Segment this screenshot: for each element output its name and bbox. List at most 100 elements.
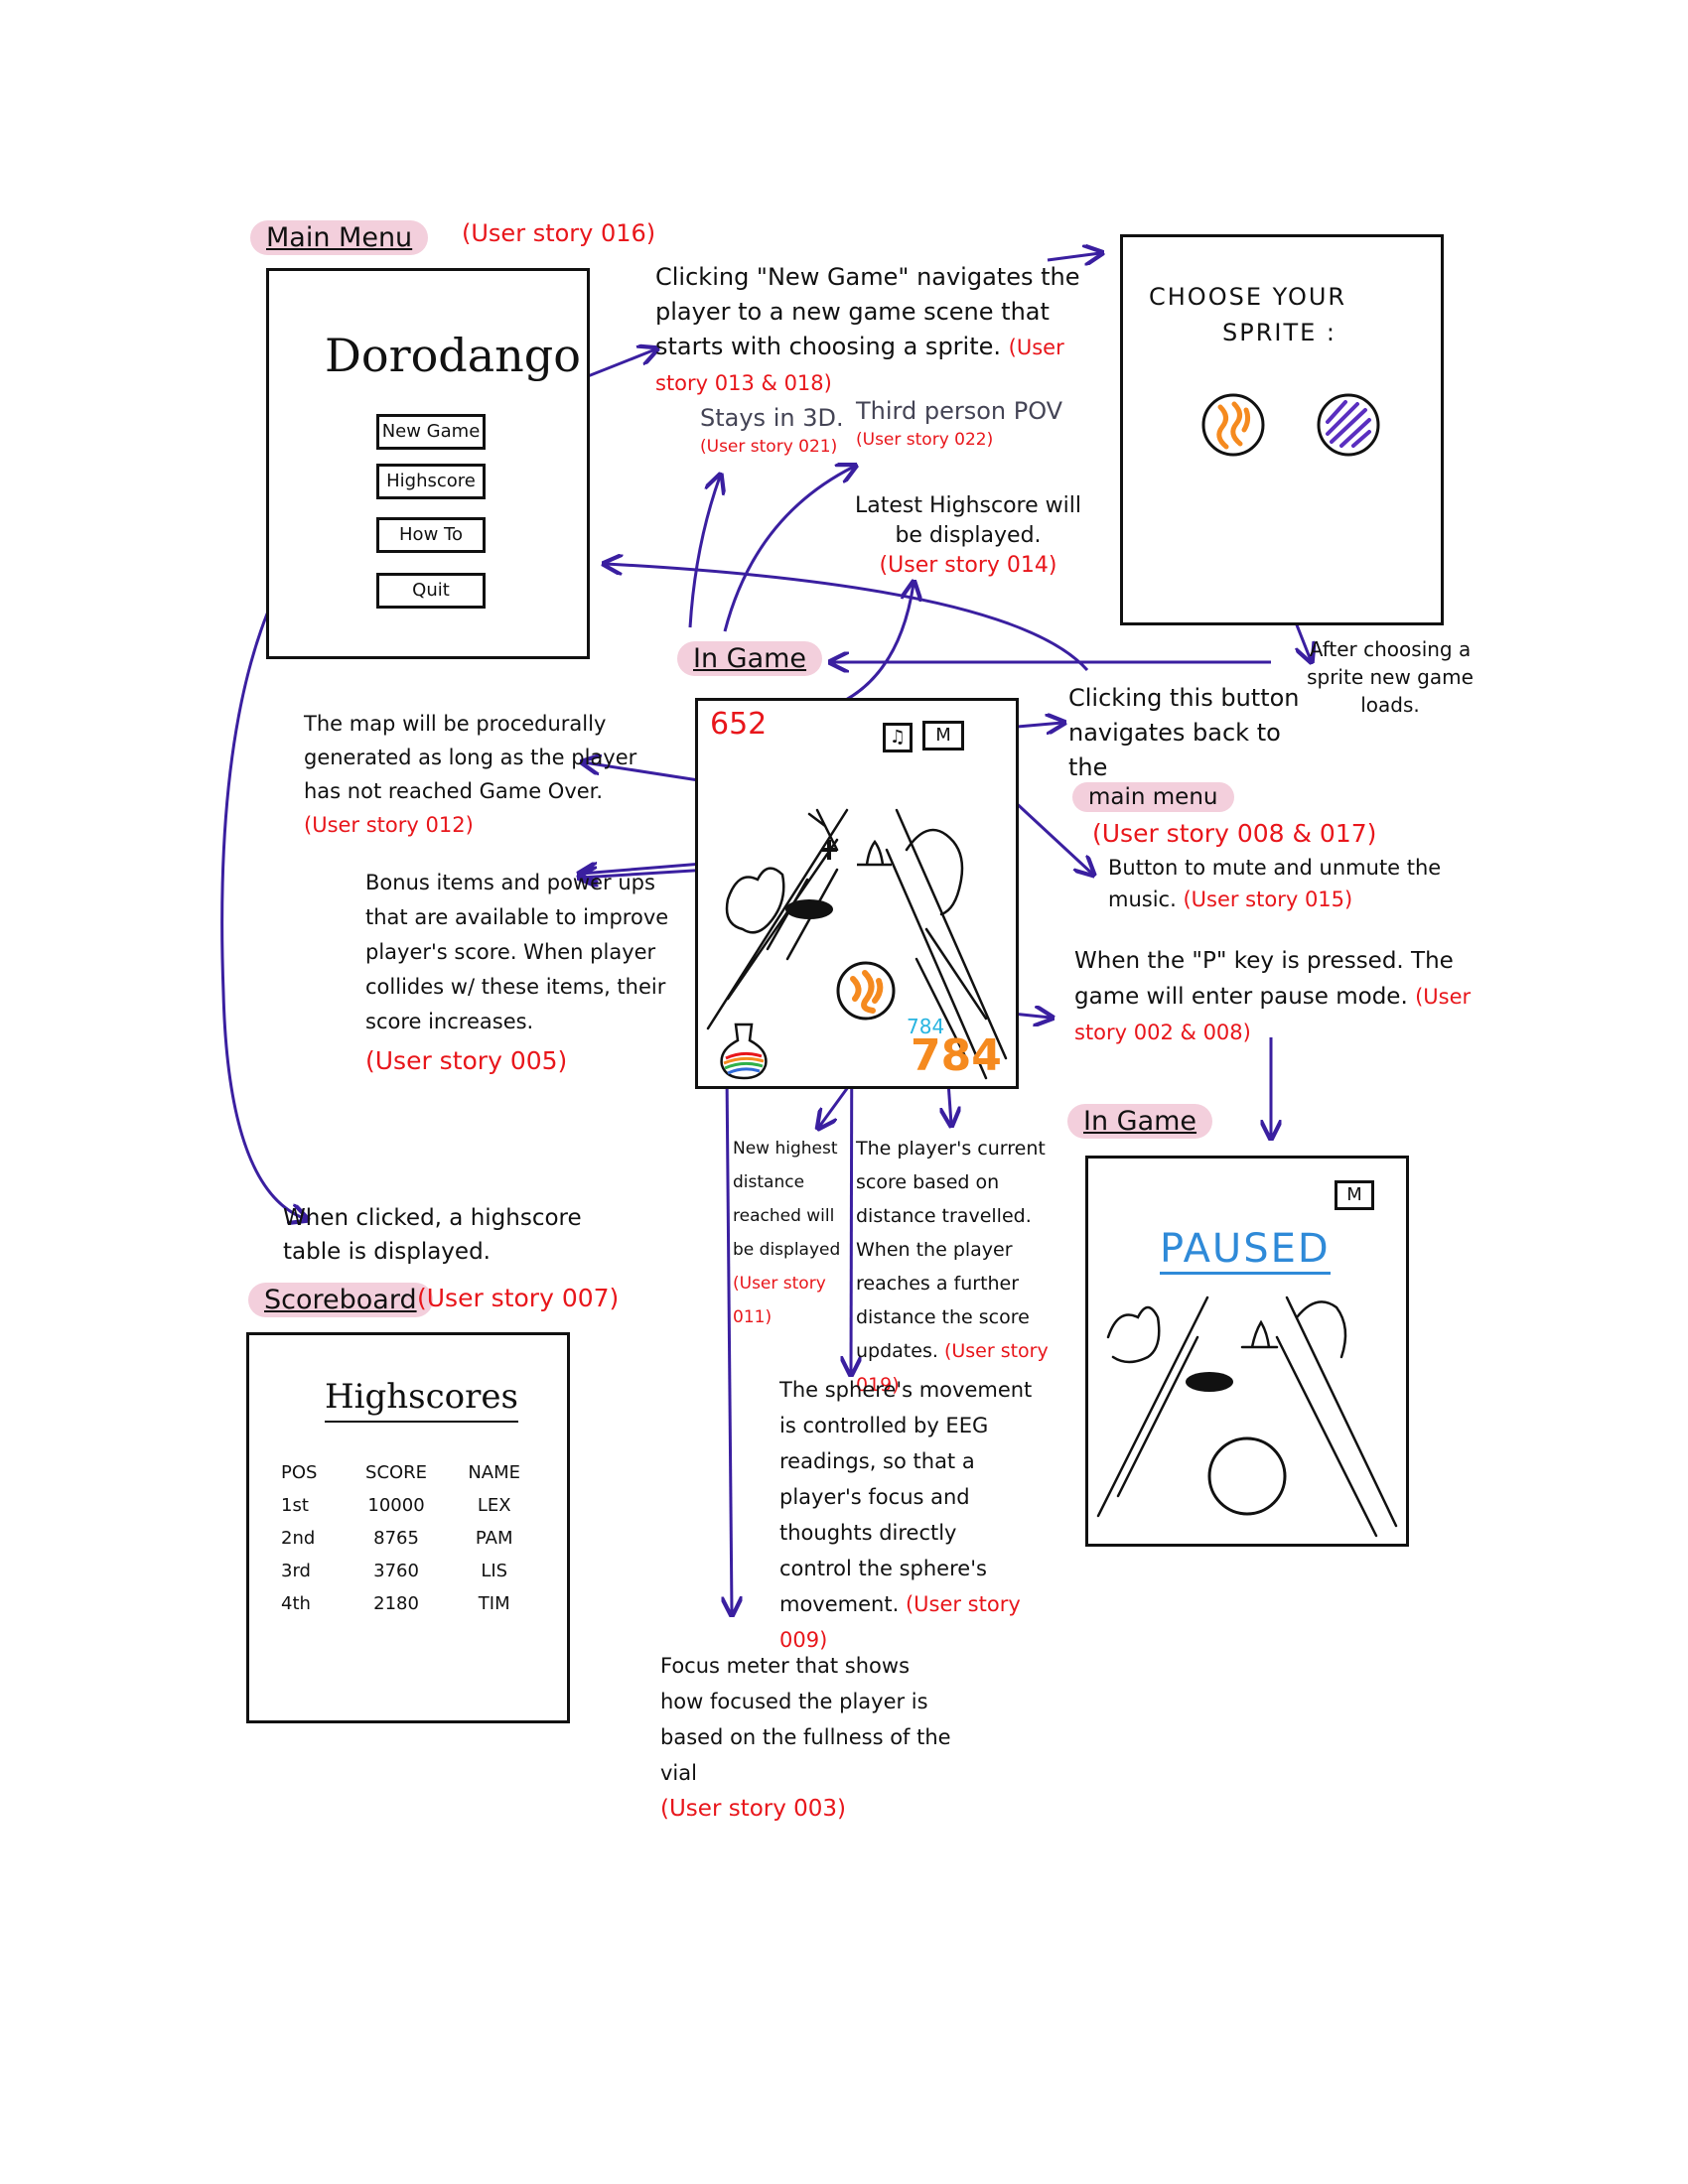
arrow-focus-note — [727, 1071, 732, 1613]
back-note-story: (User story 008 & 017) — [1092, 819, 1377, 848]
third-person-note: Third person POV (User story 022) — [856, 394, 1084, 451]
how-to-button[interactable]: How To — [376, 517, 486, 553]
main-menu-section-label: Main Menu — [250, 220, 429, 255]
header-score: SCORE — [365, 1462, 428, 1483]
row-pos: 2nd — [281, 1528, 316, 1549]
mute-note: Button to mute and unmute the music. (Us… — [1108, 852, 1466, 915]
paused-sphere — [1207, 1436, 1287, 1516]
score-note-story: (User story 019) — [856, 1340, 1049, 1396]
scoreboard-story: (User story 007) — [417, 1284, 620, 1312]
arrow-note-to-sprite — [1047, 253, 1100, 260]
main-menu-highlight: main menu — [1072, 782, 1234, 812]
choose-sprite-screen: CHOOSE YOUR SPRITE : — [1120, 234, 1444, 625]
map-note-story: (User story 012) — [304, 813, 474, 837]
game-title: Dorodango — [325, 329, 581, 382]
choose-sprite-title-1: CHOOSE YOUR — [1149, 283, 1347, 311]
in-game-section-label: In Game — [677, 641, 823, 676]
header-pos: POS — [281, 1462, 318, 1483]
distance-note-story: (User story 011) — [733, 1274, 826, 1327]
arrow-ingame-to-pov — [723, 467, 854, 632]
paused-text: PAUSED — [1160, 1226, 1331, 1275]
purple-sprite-option[interactable] — [1316, 392, 1381, 458]
score-big-value: 784 — [911, 1030, 1002, 1081]
new-game-note-story: (User story 013 & 018) — [655, 336, 1064, 395]
table-row: 2nd 8765 PAM — [281, 1522, 539, 1555]
new-game-note: Clicking "New Game" navigates the player… — [655, 260, 1112, 401]
score-note-text: The player's current score based on dist… — [856, 1138, 1046, 1362]
distance-small-value: 784 — [907, 1015, 945, 1038]
mute-note-story: (User story 015) — [1183, 887, 1353, 911]
scoreboard-table: POS SCORE NAME 1st 10000 LEX 2nd 8765 PA… — [281, 1456, 539, 1620]
row-score: 2180 — [373, 1593, 419, 1614]
third-person-text: Third person POV — [856, 397, 1063, 425]
row-pos: 3rd — [281, 1561, 311, 1581]
score-note: The player's current score based on dist… — [856, 1132, 1074, 1402]
back-note-text: Clicking this button navigates back to t… — [1068, 684, 1300, 781]
row-name: LIS — [481, 1561, 508, 1581]
row-score: 3760 — [373, 1561, 419, 1581]
new-game-button[interactable]: New Game — [376, 414, 486, 450]
focus-note-story: (User story 003) — [660, 1796, 847, 1822]
paused-screen: M PAUSED — [1085, 1156, 1409, 1547]
main-menu-story: (User story 016) — [462, 219, 656, 247]
pause-section-label: In Game — [1067, 1104, 1213, 1139]
latest-highscore-value: 652 — [710, 707, 768, 742]
game-scene-sketch — [706, 808, 1008, 1080]
latest-highscore-text: Latest Highscore will be displayed. — [855, 493, 1081, 548]
in-game-screen: 652 ♫ M 784 784 — [695, 698, 1019, 1089]
mute-button[interactable]: M — [922, 721, 964, 751]
row-name: TIM — [478, 1593, 510, 1614]
main-menu-screen: Dorodango New Game Highscore How To Quit — [266, 268, 590, 659]
back-to-menu-note: Clicking this button navigates back to t… — [1068, 681, 1327, 785]
scoreboard-title: Highscores — [325, 1377, 518, 1423]
scoreboard-screen: Highscores POS SCORE NAME 1st 10000 LEX … — [246, 1332, 570, 1723]
latest-highscore-story: (User story 014) — [879, 553, 1057, 578]
table-row: 1st 10000 LEX — [281, 1489, 539, 1522]
stays-3d-story: (User story 021) — [700, 437, 838, 457]
bonus-note-text: Bonus items and power ups that are avail… — [365, 871, 669, 1033]
pause-note-text: When the "P" key is pressed. The game wi… — [1074, 948, 1454, 1010]
eeg-note-story: (User story 009) — [779, 1592, 1021, 1652]
pause-note-story: (User story 002 & 008) — [1074, 985, 1472, 1044]
arrow-score-note — [948, 1081, 951, 1124]
bonus-note-story: (User story 005) — [365, 1046, 568, 1075]
row-score: 8765 — [373, 1528, 419, 1549]
row-name: PAM — [475, 1528, 513, 1549]
stays-3d-text: Stays in 3D. — [700, 404, 844, 432]
quit-button[interactable]: Quit — [376, 573, 486, 609]
sprite-note: After choosing a sprite new game loads. — [1307, 637, 1474, 717]
map-note: The map will be procedurally generated a… — [304, 707, 641, 842]
row-pos: 1st — [281, 1495, 309, 1516]
map-note-text: The map will be procedurally generated a… — [304, 712, 637, 803]
eeg-note-text: The sphere's movement is controlled by E… — [779, 1378, 1033, 1616]
arrow-ingame-to-3d — [688, 477, 720, 628]
orange-sprite-option[interactable] — [1200, 392, 1266, 458]
third-person-story: (User story 022) — [856, 430, 994, 450]
music-icon[interactable]: ♫ — [883, 723, 913, 752]
stays-3d-note: Stays in 3D. (User story 021) — [700, 401, 849, 458]
paused-scene-sketch — [1096, 1296, 1398, 1538]
table-row: 3rd 3760 LIS — [281, 1555, 539, 1587]
row-name: LEX — [477, 1495, 511, 1516]
choose-sprite-title-2: SPRITE : — [1222, 319, 1336, 346]
table-row: 4th 2180 TIM — [281, 1587, 539, 1620]
row-pos: 4th — [281, 1593, 311, 1614]
highscore-note: When clicked, a highscore table is displ… — [283, 1205, 582, 1265]
highscore-button[interactable]: Highscore — [376, 464, 486, 499]
pause-note: When the "P" key is pressed. The game wi… — [1074, 943, 1472, 1050]
header-name: NAME — [468, 1462, 521, 1483]
mute-note-text: Button to mute and unmute the music. — [1108, 856, 1442, 911]
arrow-button-to-menu — [606, 564, 1089, 671]
distance-note: New highest distance reached will be dis… — [733, 1132, 842, 1334]
eeg-note: The sphere's movement is controlled by E… — [779, 1372, 1033, 1658]
bonus-note: Bonus items and power ups that are avail… — [365, 866, 678, 1078]
new-game-note-text: Clicking "New Game" navigates the player… — [655, 263, 1080, 360]
focus-note: Focus meter that shows how focused the p… — [660, 1648, 958, 1827]
latest-highscore-note: Latest Highscore will be displayed. (Use… — [844, 491, 1092, 581]
distance-note-text: New highest distance reached will be dis… — [733, 1139, 841, 1260]
scoreboard-section-label: Scoreboard — [248, 1283, 433, 1317]
scoreboard-header-row: POS SCORE NAME — [281, 1456, 539, 1489]
focus-meter-vial-icon — [720, 1023, 768, 1080]
pause-mute-button[interactable]: M — [1335, 1180, 1374, 1210]
focus-note-text: Focus meter that shows how focused the p… — [660, 1654, 951, 1785]
